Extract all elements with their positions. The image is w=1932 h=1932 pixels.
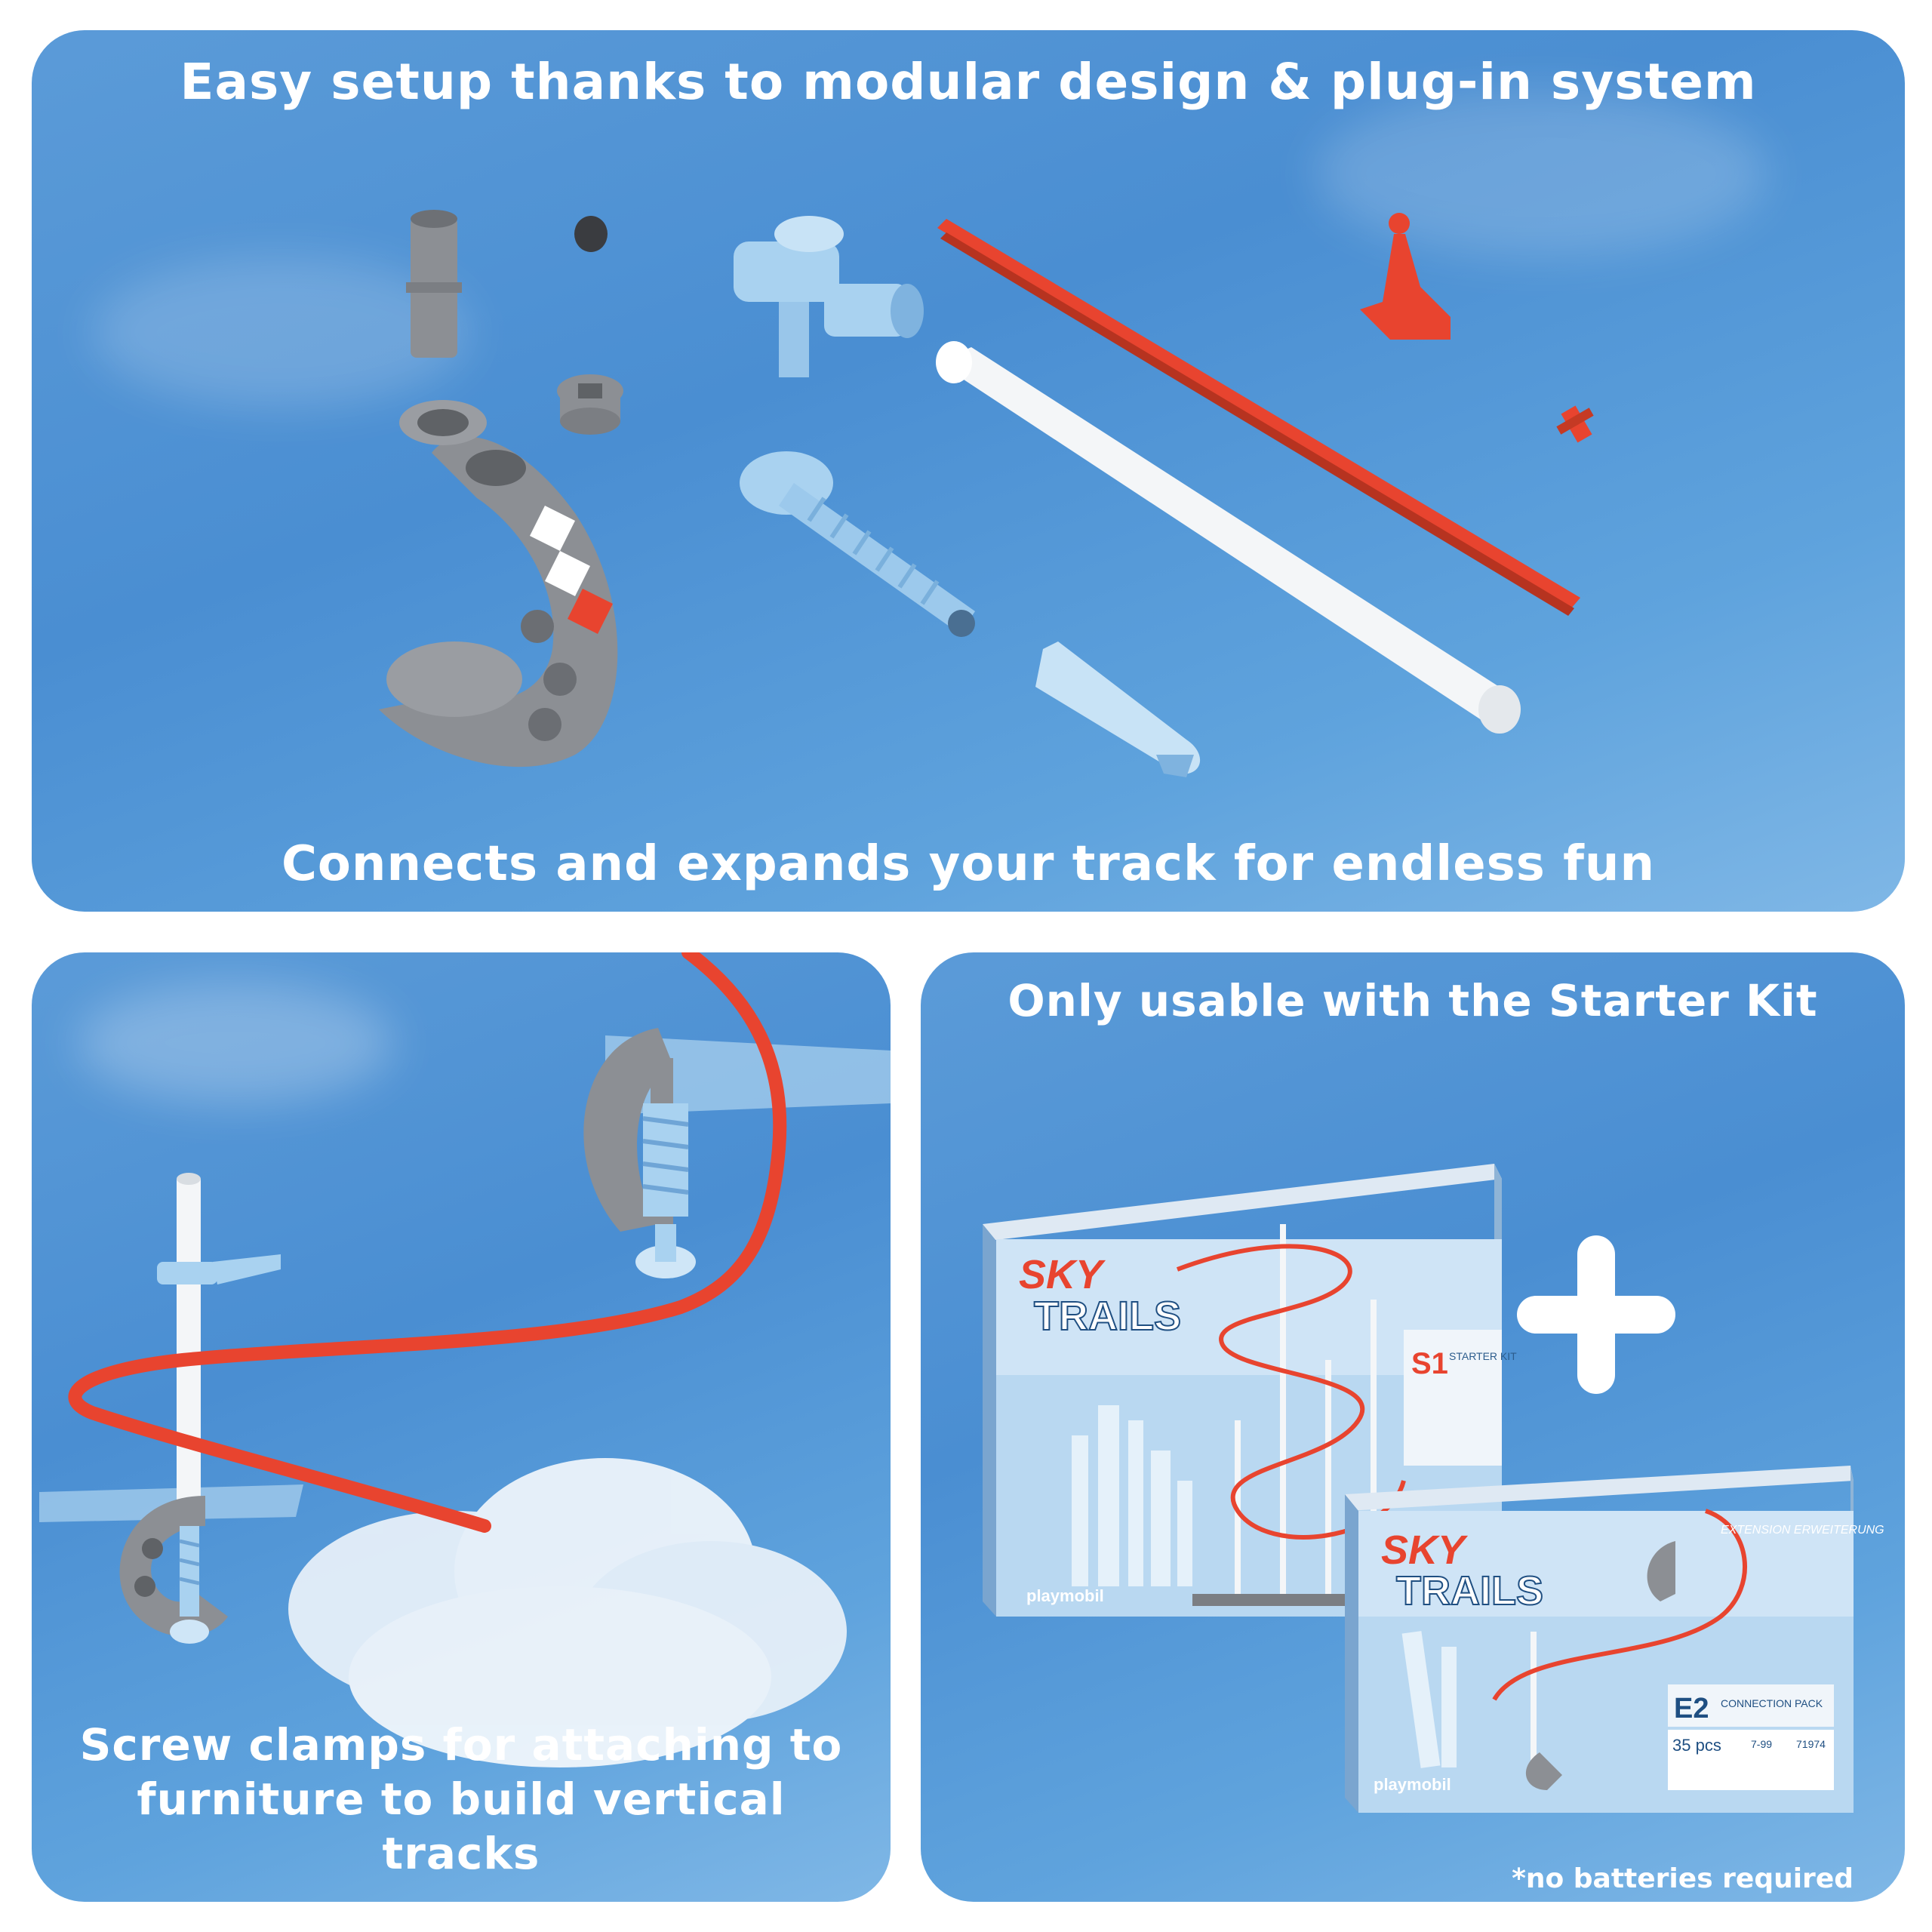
s1-kit-label: STARTER KIT	[1449, 1350, 1517, 1362]
e2-pack-label: CONNECTION PACK	[1721, 1697, 1823, 1709]
pole-connector	[157, 1262, 217, 1284]
cap-part	[574, 216, 608, 252]
e2-pcs: 35 pcs	[1672, 1736, 1721, 1755]
panel-subtitle: Connects and expands your track for endl…	[281, 836, 1656, 892]
boxes-illustration: S1 STARTER KIT SKY TRAILS playmobil	[983, 1164, 1884, 1813]
panel-caption: Screw clamps for attaching to furniture …	[54, 1718, 868, 1881]
parts-illustration	[379, 210, 1594, 777]
clip-part	[1035, 641, 1201, 777]
screw-part	[740, 451, 975, 637]
cloud-shape	[288, 1458, 847, 1767]
caption-line-1: Screw clamps for attaching to	[79, 1719, 843, 1770]
red-track	[68, 952, 787, 1533]
nut-part	[557, 374, 623, 435]
shelf-top	[605, 1035, 891, 1115]
cloud	[77, 983, 394, 1103]
parts-panel: Easy setup thanks to modular design & pl…	[32, 30, 1905, 912]
top-clamp	[583, 1028, 696, 1278]
red-pin-part	[1556, 405, 1594, 443]
s1-brand-bottom: TRAILS	[1034, 1294, 1181, 1339]
e2-box: EXTENSION ERWEITERUNG SKY TRAILS E2 CONN…	[1345, 1466, 1884, 1813]
panel-title: Only usable with the Starter Kit	[1008, 975, 1818, 1026]
e2-brand-top: SKY	[1381, 1527, 1469, 1573]
red-bracket-part	[1360, 213, 1451, 340]
footnote: *no batteries required	[1512, 1863, 1854, 1894]
s1-logo: playmobil	[1026, 1586, 1104, 1605]
starter-kit-panel: Only usable with the Starter Kit	[921, 952, 1905, 1902]
bottom-clamp	[119, 1496, 228, 1644]
s1-code: S1	[1411, 1347, 1448, 1380]
cloud	[92, 257, 469, 408]
e2-age: 7-99	[1751, 1738, 1772, 1750]
clamp-arc-part	[379, 400, 618, 768]
clamp-illustration	[39, 952, 891, 1767]
e2-logo: playmobil	[1374, 1775, 1451, 1794]
clamp-panel: Screw clamps for attaching to furniture …	[32, 952, 891, 1902]
s1-brand-top: SKY	[1019, 1252, 1106, 1297]
plus-icon	[1517, 1235, 1675, 1394]
t-connector-part	[734, 216, 924, 377]
red-rail-part	[937, 219, 1580, 616]
caption-line-2: furniture to build vertical tracks	[137, 1774, 786, 1879]
e2-ext-label: EXTENSION ERWEITERUNG	[1721, 1524, 1884, 1537]
e2-item-no: 71974	[1796, 1738, 1826, 1750]
e2-code: E2	[1674, 1693, 1709, 1724]
e2-brand-bottom: TRAILS	[1396, 1568, 1543, 1614]
coupler-part	[406, 210, 462, 358]
panel-title: Easy setup thanks to modular design & pl…	[180, 53, 1757, 111]
white-rod-part	[936, 341, 1521, 734]
cloud	[1315, 91, 1767, 257]
